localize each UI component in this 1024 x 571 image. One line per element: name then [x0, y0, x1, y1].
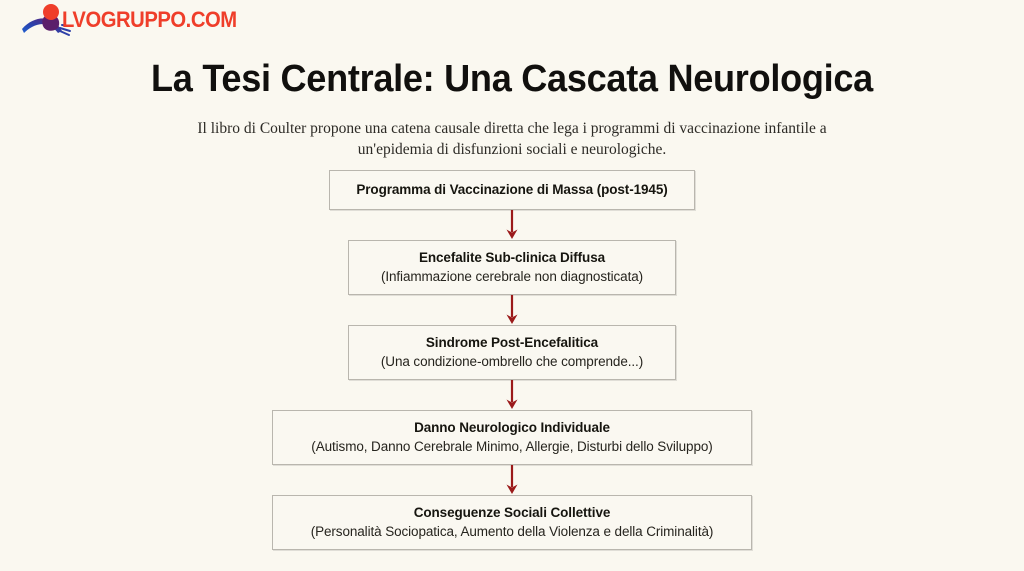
page-title: La Tesi Centrale: Una Cascata Neurologic…: [151, 58, 873, 100]
flow-node-vaccination-program: Programma di Vaccinazione di Massa (post…: [329, 170, 695, 210]
arrow-down-icon-2: [506, 295, 518, 324]
flow-node-title: Programma di Vaccinazione di Massa (post…: [356, 182, 668, 197]
flow-node-title: Encefalite Sub-clinica Diffusa: [418, 250, 606, 265]
arrow-down-icon-4: [506, 465, 518, 494]
flow-node-individual-neurological-damage: Danno Neurologico Individuale (Autismo, …: [272, 410, 752, 465]
brand-name: LVOGRUPPO.COM: [62, 7, 237, 32]
flow-node-title: Sindrome Post-Encefalitica: [425, 335, 599, 350]
page-subtitle: Il libro di Coulter propone una catena c…: [197, 120, 827, 158]
brand-logo[interactable]: LVOGRUPPO.COM: [0, 0, 252, 40]
flow-node-post-encephalitic-syndrome: Sindrome Post-Encefalitica (Una condizio…: [348, 325, 676, 380]
swimmer-wave-logo-icon: [22, 4, 72, 36]
arrow-down-icon-3: [506, 380, 518, 409]
flow-node-collective-social-consequences: Conseguenze Sociali Collettive (Personal…: [272, 495, 752, 550]
flow-node-subtitle: (Infiammazione cerebrale non diagnostica…: [380, 269, 644, 284]
flow-node-subtitle: (Personalità Sociopatica, Aumento della …: [310, 524, 714, 539]
arrow-down-icon-1: [506, 210, 518, 239]
flow-node-subtitle: (Autismo, Danno Cerebrale Minimo, Allerg…: [311, 439, 713, 454]
flow-node-subclinical-encephalitis: Encefalite Sub-clinica Diffusa (Infiamma…: [348, 240, 676, 295]
flow-node-title: Danno Neurologico Individuale: [414, 420, 610, 435]
flow-node-subtitle: (Una condizione-ombrello che comprende..…: [380, 354, 644, 369]
flow-node-title: Conseguenze Sociali Collettive: [413, 505, 611, 520]
causal-cascade-flowchart: Programma di Vaccinazione di Massa (post…: [0, 170, 1024, 550]
